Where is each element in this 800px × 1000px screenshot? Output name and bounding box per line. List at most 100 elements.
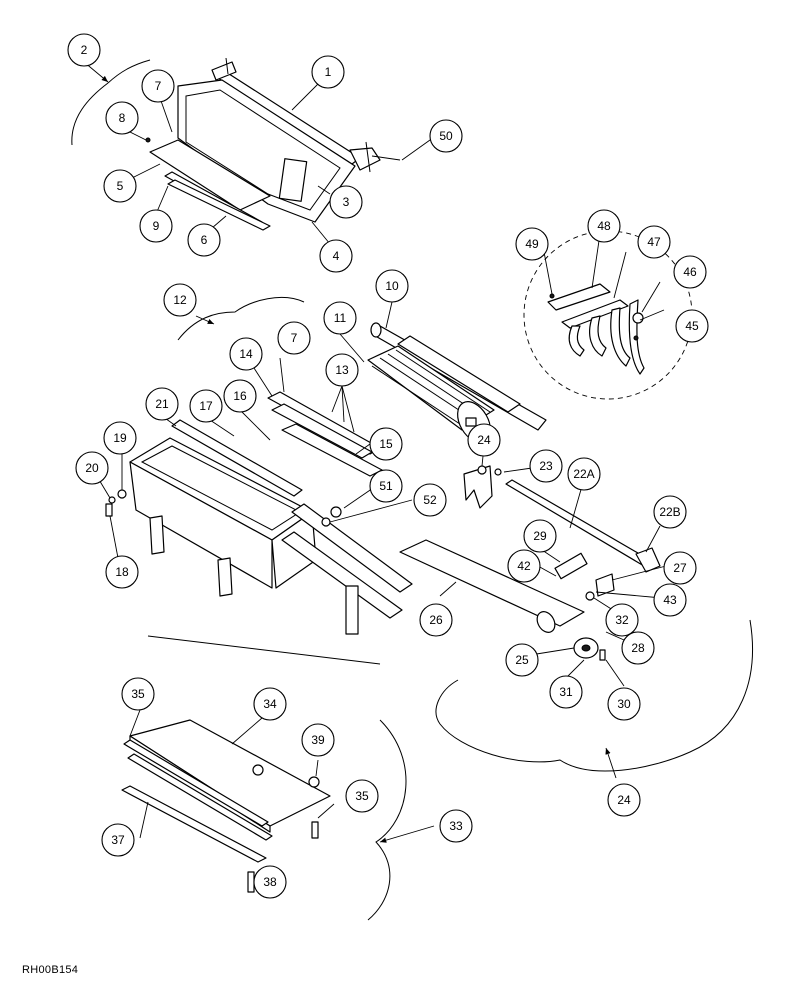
callout-6: 6 <box>187 223 221 257</box>
callout-leaders <box>83 61 667 879</box>
callout-label: 37 <box>111 833 125 847</box>
callout-label: 10 <box>385 279 399 293</box>
clamp-part-50 <box>349 147 381 171</box>
callout-43: 42 <box>507 549 541 583</box>
callout-label: 29 <box>533 529 547 543</box>
pin-part-31 <box>599 649 606 661</box>
callout-46: 46 <box>673 255 707 289</box>
strip-part-35 <box>123 739 269 827</box>
callout-label: 26 <box>429 613 443 627</box>
washer-part-20 <box>108 496 116 504</box>
finger-tine-1 <box>568 325 585 357</box>
callout-23: 23 <box>529 449 563 483</box>
bolt-part-18 <box>105 503 113 517</box>
callout-29: 28 <box>621 631 655 665</box>
callout-label: 2 <box>81 43 88 57</box>
callout-label: 12 <box>173 293 187 307</box>
callout-label: 5 <box>117 179 124 193</box>
callout-7-mid: 7 <box>277 321 311 355</box>
callout-16: 16 <box>223 379 257 413</box>
callout-label: 42 <box>517 559 531 573</box>
callout-label: 51 <box>379 479 393 493</box>
callout-label: 35 <box>355 789 369 803</box>
callout-22B: 22B <box>653 495 687 529</box>
callout-50: 50 <box>429 119 463 153</box>
callout-24: 24 <box>467 423 501 457</box>
hopper-front <box>129 461 273 589</box>
callout-25: 24 <box>607 783 641 817</box>
bottom-plate-group <box>121 719 407 921</box>
finger-bar-48 <box>547 283 611 311</box>
callout-label: 38 <box>263 875 277 889</box>
callout-13: 13 <box>325 353 359 387</box>
callout-label: 25 <box>515 653 529 667</box>
callout-label: 24 <box>617 793 631 807</box>
callout-10: 10 <box>375 269 409 303</box>
callout-label: 32 <box>615 613 629 627</box>
callout-47: 47 <box>637 225 671 259</box>
callout-19: 19 <box>103 421 137 455</box>
door-frame <box>177 79 356 223</box>
callout-label: 22A <box>573 467 594 481</box>
door-window <box>278 158 308 202</box>
nut-part-46 <box>632 312 644 324</box>
callout-label: 24 <box>477 433 491 447</box>
bracket-part-24 <box>463 465 493 509</box>
callout-38: 38 <box>253 865 287 899</box>
plate-part-5 <box>149 139 271 211</box>
callout-9: 9 <box>139 209 173 243</box>
strip-part-37 <box>121 785 267 863</box>
finger-tine-2 <box>589 315 607 357</box>
callout-label: 45 <box>685 319 699 333</box>
callout-label: 49 <box>525 237 539 251</box>
callout-label: 23 <box>539 459 553 473</box>
callout-label: 20 <box>85 461 99 475</box>
callout-26: 26 <box>419 603 453 637</box>
callout-35-right: 35 <box>345 779 379 813</box>
callout-52: 52 <box>413 483 447 517</box>
callout-2: 2 <box>67 33 101 67</box>
callout-39: 39 <box>301 723 335 757</box>
callout-8: 8 <box>105 101 139 135</box>
group-12-boundary-arc <box>177 296 305 341</box>
door-assembly-group <box>71 57 401 231</box>
finger-tine-3 <box>610 307 631 367</box>
callout-label: 7 <box>155 79 162 93</box>
drawing-reference-code: RH00B154 <box>22 964 79 976</box>
callout-label: 46 <box>683 265 697 279</box>
belt-part-26 <box>399 539 585 627</box>
callout-48: 48 <box>587 209 621 243</box>
frame-rail-upper <box>291 503 413 593</box>
callout-label: 9 <box>153 219 160 233</box>
nut-part-39 <box>308 776 320 788</box>
callout-label: 1 <box>325 65 332 79</box>
callout-label: 50 <box>439 129 453 143</box>
callout-label: 43 <box>663 593 677 607</box>
callout-label: 21 <box>155 397 169 411</box>
callout-32: 31 <box>549 675 583 709</box>
callout-33: 33 <box>439 809 473 843</box>
callout-4: 4 <box>319 239 353 273</box>
callout-label: 6 <box>201 233 208 247</box>
callout-15: 15 <box>369 427 403 461</box>
callout-45: 45 <box>675 309 709 343</box>
callout-label: 31 <box>559 685 573 699</box>
bolt-part-30 <box>554 552 588 580</box>
callout-label: 17 <box>199 399 213 413</box>
fingers-detail-group <box>523 230 693 400</box>
callout-44: 43 <box>653 583 687 617</box>
conveyor-assembly-group <box>399 465 753 772</box>
callout-12: 12 <box>163 283 197 317</box>
callout-22A: 22A <box>567 457 601 491</box>
shaft-sleeve-10 <box>397 335 521 413</box>
nut-part-19 <box>117 489 127 499</box>
group-33-boundary-arc <box>367 719 407 921</box>
callout-label: 30 <box>617 697 631 711</box>
callout-28: 27 <box>663 551 697 585</box>
callout-11: 11 <box>323 301 357 335</box>
callout-51: 51 <box>369 469 403 503</box>
callout-49: 49 <box>515 227 549 261</box>
fitting-part-51 <box>330 506 342 518</box>
callout-label: 18 <box>115 565 129 579</box>
callout-20: 20 <box>75 451 109 485</box>
